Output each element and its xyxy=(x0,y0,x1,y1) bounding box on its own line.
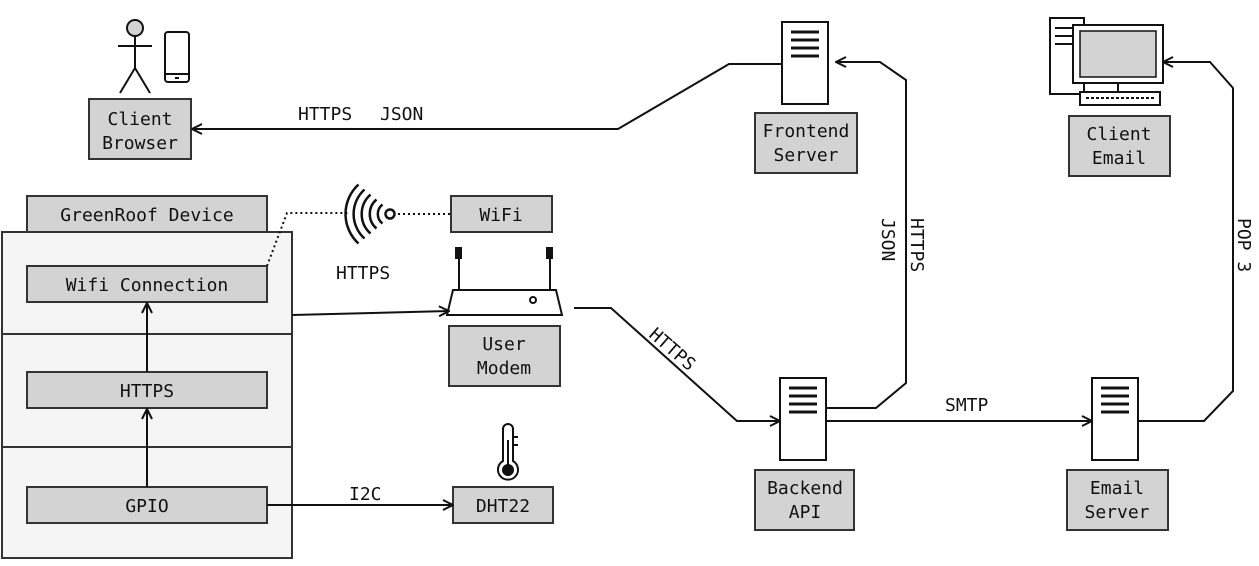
dht22-label: DHT22 xyxy=(476,496,530,517)
greenroof-device: GreenRoof Device Wifi Connection HTTPS G… xyxy=(1,195,293,559)
email-server-label: Server xyxy=(1084,502,1149,523)
user-modem-label: User xyxy=(482,334,526,355)
client-browser-label: Client xyxy=(107,109,172,130)
browser-link-label: HTTPS xyxy=(298,104,352,125)
smartphone-icon xyxy=(164,31,190,83)
gpio-layer-label: GPIO xyxy=(125,496,168,517)
desktop-computer-icon xyxy=(1049,17,1164,106)
backend-to-frontend-arrow xyxy=(826,62,907,409)
https-layer-label: HTTPS xyxy=(120,381,174,402)
frontend-server-label: Server xyxy=(773,145,838,166)
user-modem-box xyxy=(448,325,561,387)
client-email-label: Client xyxy=(1086,124,1151,145)
wifi-signal-icon xyxy=(344,183,396,245)
client-browser-label: Browser xyxy=(102,133,178,154)
wifi-label: WiFi xyxy=(479,205,522,226)
email-server-label: Email xyxy=(1090,478,1144,499)
email-to-client-label: POP 3 xyxy=(1233,218,1254,272)
backend-to-frontend-label: JSON xyxy=(877,218,898,261)
client-browser-box xyxy=(88,98,192,160)
device-title: GreenRoof Device xyxy=(60,205,233,226)
user-modem-label: Modem xyxy=(477,358,531,379)
wifi-connection-label: Wifi Connection xyxy=(66,275,229,296)
device-to-modem-arrow xyxy=(291,311,449,315)
https-layer xyxy=(26,371,268,409)
client-email-box xyxy=(1068,115,1171,177)
frontend-server-box xyxy=(754,112,858,174)
dht22-box xyxy=(452,486,554,524)
wifi-connection-layer xyxy=(26,265,268,303)
modem-to-backend-label: HTTPS xyxy=(645,324,700,375)
wifi-dotted-link xyxy=(266,212,348,267)
backend-server-icon xyxy=(779,377,827,461)
backend-to-email-label: SMTP xyxy=(945,395,989,416)
gpio-to-dht-label: I2C xyxy=(349,484,382,505)
email-to-client-arrow xyxy=(1138,62,1234,422)
thermometer-icon xyxy=(497,423,519,481)
browser-link-label: JSON xyxy=(380,104,423,125)
user-icon xyxy=(118,19,152,94)
modem-to-backend-arrow xyxy=(574,307,780,421)
email-server-box xyxy=(1066,469,1169,531)
backend-to-frontend-label: HTTPS xyxy=(906,218,927,272)
frontend-server-label: Frontend xyxy=(763,121,850,142)
client-email-label: Email xyxy=(1092,148,1146,169)
device-to-modem-label: HTTPS xyxy=(336,263,390,284)
backend-api-box xyxy=(754,469,855,531)
wifi-box xyxy=(450,195,553,233)
device-title-box xyxy=(26,195,268,233)
email-server-icon xyxy=(1091,377,1139,461)
frontend-to-browser-arrow xyxy=(192,63,782,129)
backend-api-label: Backend xyxy=(767,478,843,499)
frontend-server-icon xyxy=(781,21,829,105)
backend-api-label: API xyxy=(789,502,822,523)
router-icon xyxy=(445,247,564,316)
